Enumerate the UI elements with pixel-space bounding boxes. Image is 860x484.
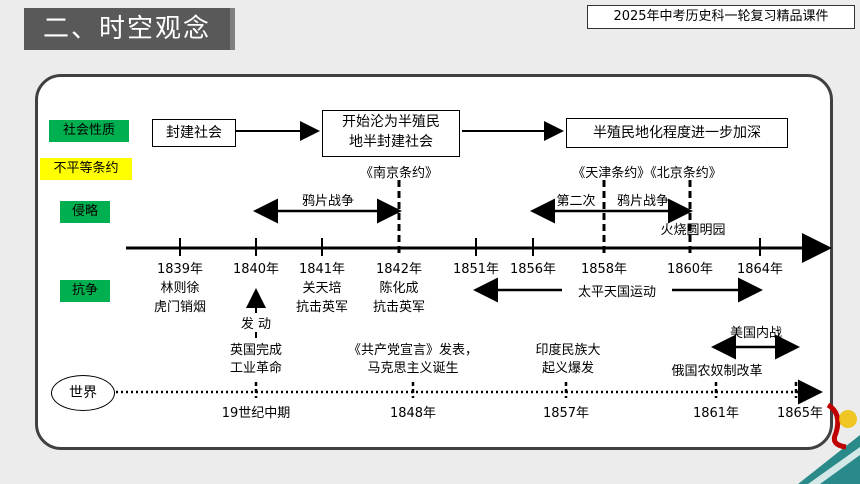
world-marx-line1: 《共产党宣言》发表， — [347, 343, 478, 358]
second-opium-war-label-b: 鸦片战争 — [616, 194, 669, 209]
world-uk-industrial: 英国完成 工业革命 — [216, 342, 296, 378]
year-label: 1860年 — [666, 262, 714, 277]
world-year-label: 1857年 — [542, 406, 590, 421]
opium-war-label: 鸦片战争 — [301, 194, 354, 209]
second-opium-war-label-a: 第二次 — [556, 194, 596, 209]
world-us-civil-war: 美国内战 — [729, 326, 782, 341]
world-india-uprising: 印度民族大 起义爆发 — [522, 342, 614, 378]
world-india-line1: 印度民族大 — [535, 343, 601, 358]
world-marx-line2: 马克思主义诞生 — [367, 361, 459, 376]
year-label: 1839年 — [156, 262, 204, 277]
society-feudal: 封建社会 — [152, 119, 236, 147]
society-semi-colonial: 开始沦为半殖民 地半封建社会 — [322, 110, 460, 157]
year-label: 1840年 — [232, 262, 280, 277]
resistance-chen-line1: 陈化成 — [379, 281, 419, 296]
row-label-society: 社会性质 — [49, 120, 129, 142]
world-communist-manifesto: 《共产党宣言》发表， 马克思主义诞生 — [338, 342, 488, 378]
year-label: 1851年 — [452, 262, 500, 277]
resistance-lin-line1: 林则徐 — [160, 281, 200, 296]
world-russia-reform: 俄国农奴制改革 — [671, 364, 763, 379]
page-title: 二、时空观念 — [24, 8, 235, 50]
world-uk-line1: 英国完成 — [229, 343, 282, 358]
world-year-label: 19世纪中期 — [221, 406, 291, 421]
row-label-resistance: 抗争 — [60, 280, 110, 302]
world-year-label: 1865年 — [776, 406, 824, 421]
treaty-tianjin-beijing: 《天津条约》《北京条约》 — [572, 166, 722, 181]
resistance-guan-line2: 抗击英军 — [295, 300, 348, 315]
resistance-chen-line2: 抗击英军 — [372, 300, 425, 315]
world-year-label: 1848年 — [389, 406, 437, 421]
main-timeline-ticks — [179, 238, 761, 256]
burning-summer-palace: 火烧圆明园 — [660, 223, 726, 238]
publisher-logo — [798, 402, 860, 484]
resistance-guan-line1: 关天培 — [302, 281, 342, 296]
world-india-line2: 起义爆发 — [541, 361, 594, 376]
society-deepened: 半殖民地化程度进一步加深 — [566, 118, 788, 148]
world-uk-line2: 工业革命 — [229, 361, 282, 376]
resistance-guan-tianpei: 关天培 抗击英军 — [284, 279, 360, 317]
world-timeline-ticks — [254, 382, 798, 398]
year-label: 1858年 — [580, 262, 628, 277]
resistance-lin-line2: 虎门销烟 — [153, 300, 206, 315]
year-label: 1864年 — [736, 262, 784, 277]
row-label-treaty: 不平等条约 — [40, 158, 132, 180]
row-label-invasion: 侵略 — [60, 201, 110, 223]
cause-label: 发 动 — [230, 313, 282, 332]
taiping-label: 太平天国运动 — [562, 281, 672, 300]
world-year-label: 1861年 — [692, 406, 740, 421]
row-label-world: 世界 — [51, 375, 115, 411]
year-label: 1842年 — [375, 262, 423, 277]
course-tag: 2025年中考历史科一轮复习精品课件 — [587, 5, 855, 29]
resistance-lin-zexu: 林则徐 虎门销烟 — [146, 279, 214, 317]
society-semi-colonial-line2: 地半封建社会 — [349, 134, 433, 150]
resistance-chen-huacheng: 陈化成 抗击英军 — [361, 279, 437, 317]
treaty-nanjing: 《南京条约》 — [359, 166, 438, 181]
year-label: 1856年 — [509, 262, 557, 277]
year-label: 1841年 — [298, 262, 346, 277]
society-semi-colonial-line1: 开始沦为半殖民 — [342, 114, 440, 130]
